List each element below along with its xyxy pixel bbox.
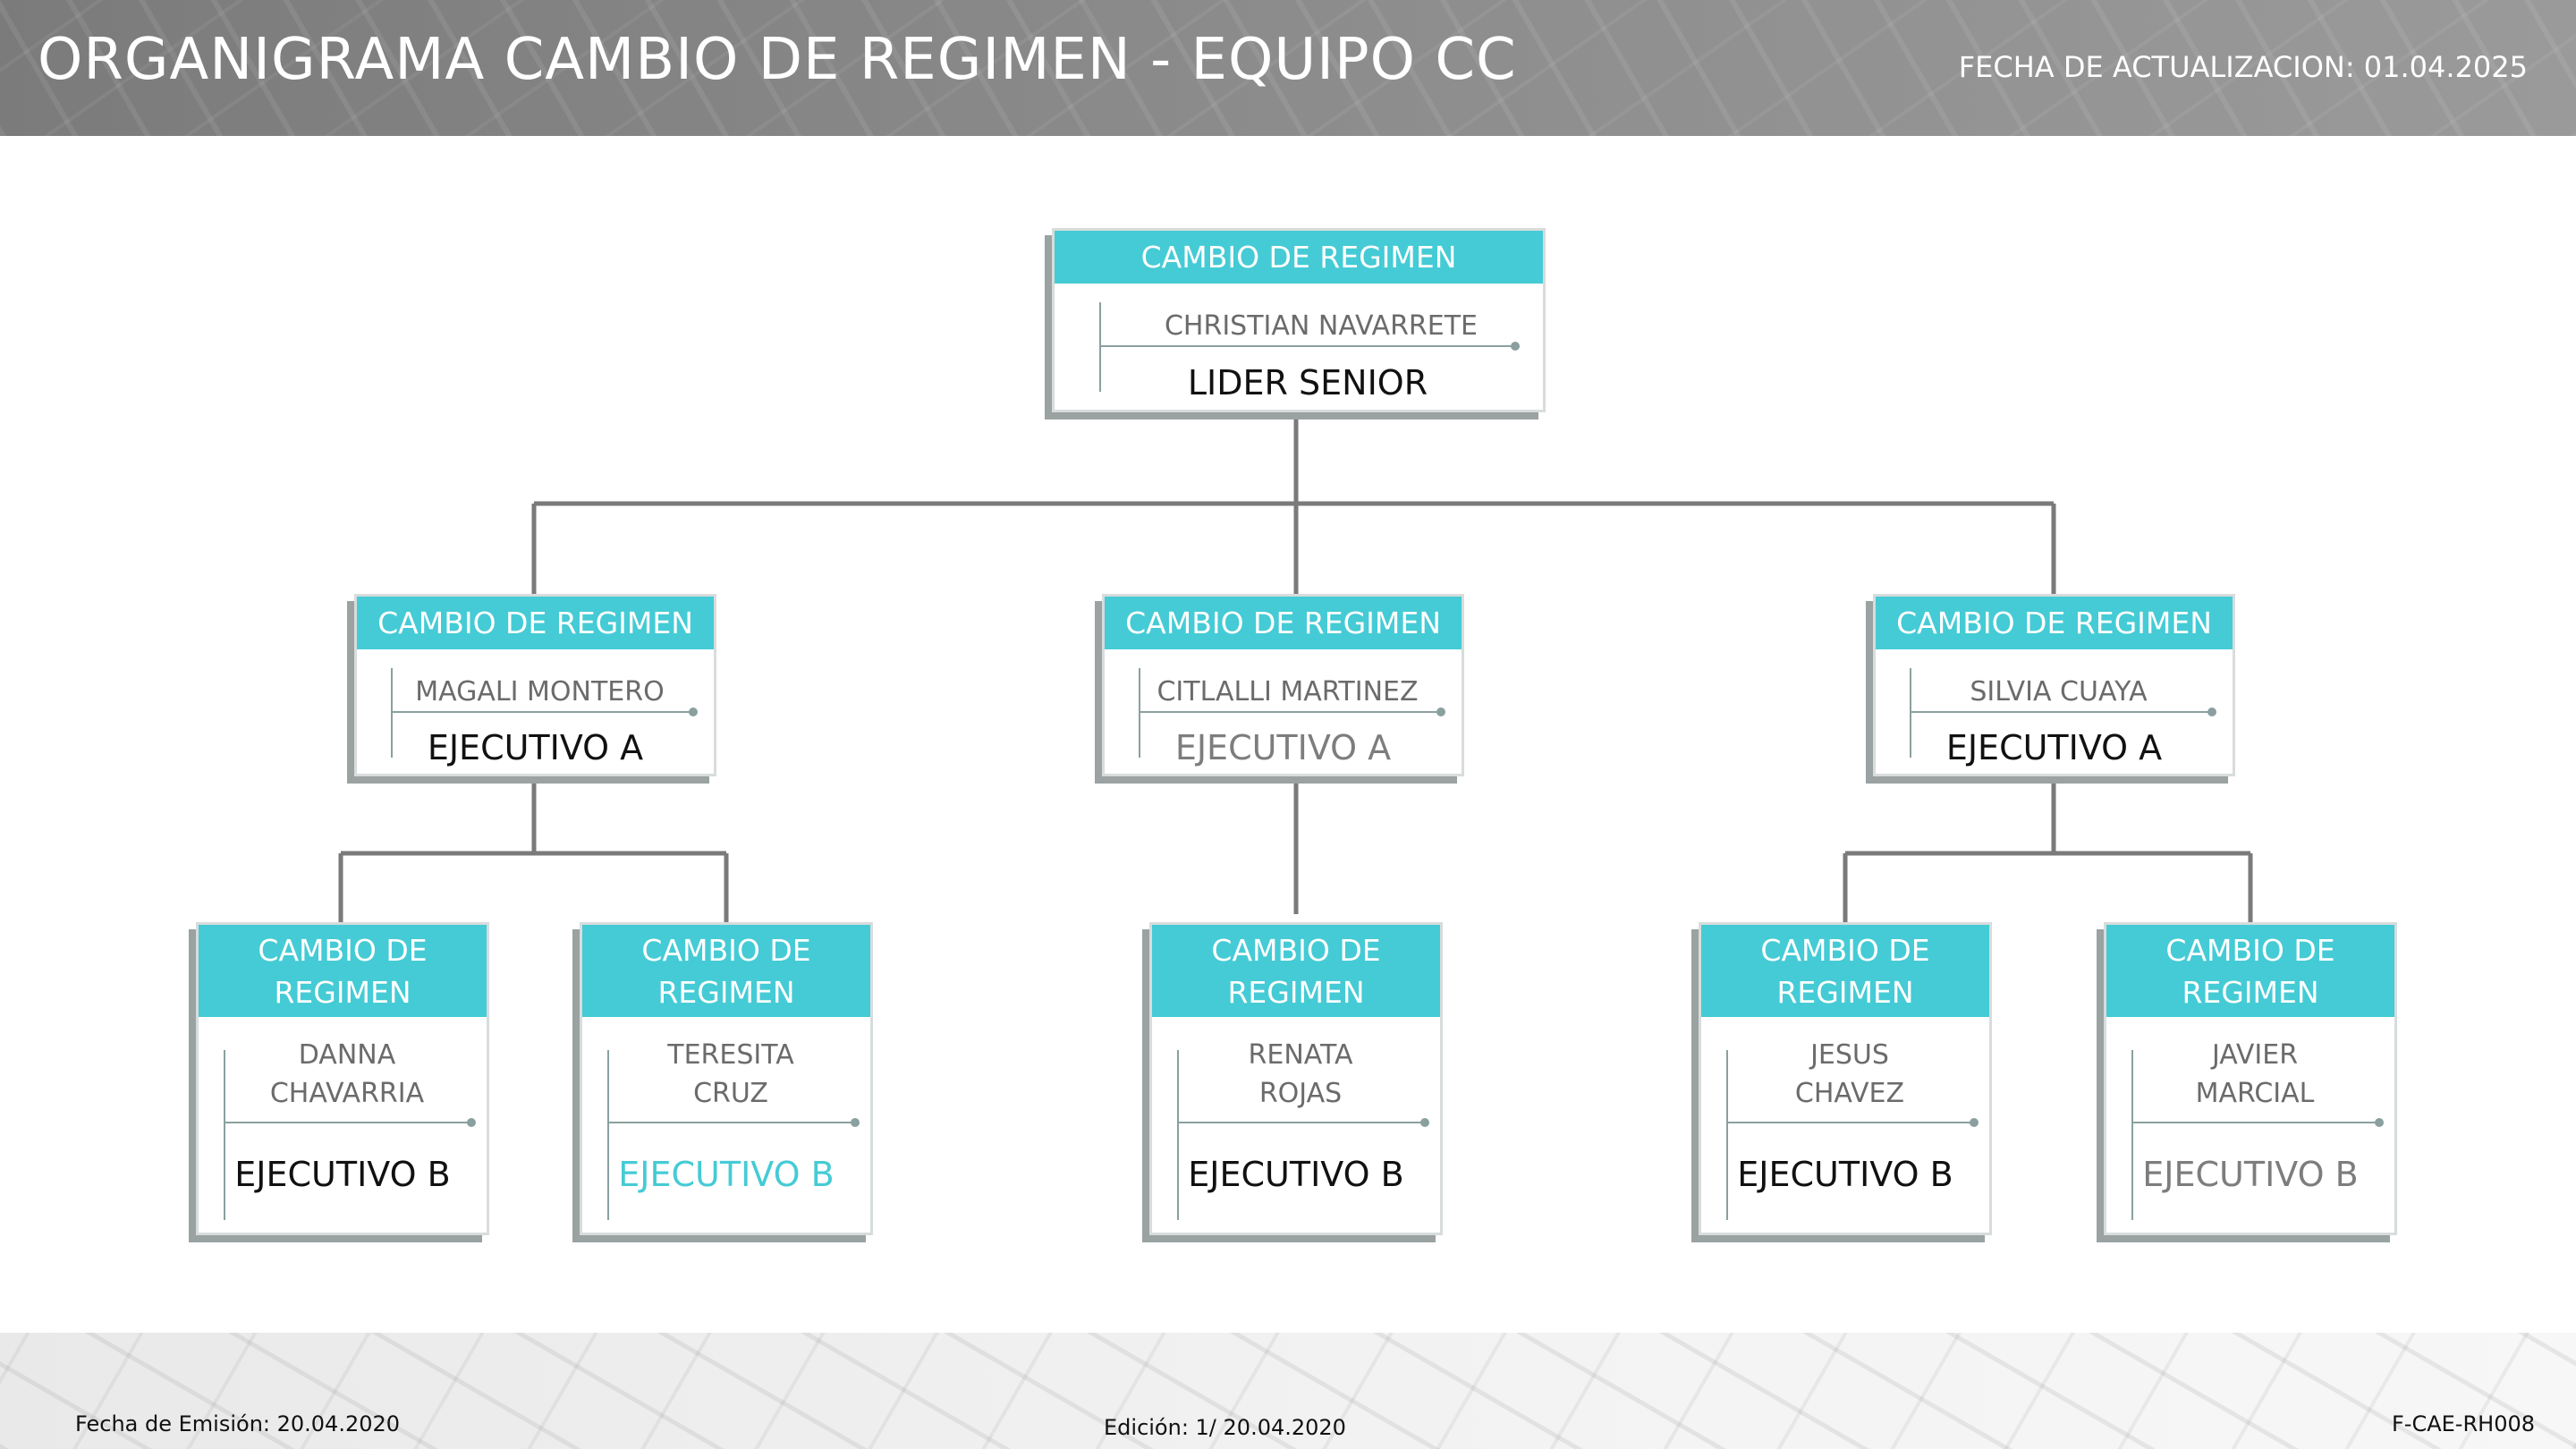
divider-end-dot [467, 1118, 476, 1127]
employee-role: EJECUTIVO B [618, 1155, 835, 1194]
node-accent-line [607, 1050, 609, 1220]
divider-end-dot [1511, 342, 1520, 351]
node-accent-line [1099, 302, 1101, 392]
employee-name: CHRISTIAN NAVARRETE [1164, 310, 1478, 342]
node-divider [391, 711, 694, 713]
node-accent-line [1726, 1050, 1728, 1220]
employee-name: CITLALLI MARTINEZ [1157, 676, 1419, 708]
footer-emission-date: Fecha de Emisión: 20.04.2020 [75, 1411, 401, 1436]
divider-end-dot [1436, 708, 1445, 716]
node-divider [607, 1122, 856, 1123]
employee-role: EJECUTIVO B [1188, 1155, 1404, 1194]
employee-name: SILVIA CUAYA [1970, 676, 2148, 708]
node-title: CAMBIO DE REGIMEN [1701, 925, 1989, 1017]
employee-name: JESUS CHAVEZ [1794, 1039, 1905, 1109]
node-accent-line [1910, 668, 1911, 758]
node-divider [1139, 711, 1442, 713]
employee-role: LIDER SENIOR [1187, 363, 1428, 402]
node-accent-line [2131, 1050, 2133, 1220]
node-divider [1910, 711, 2213, 713]
node-title: CAMBIO DE REGIMEN [1055, 231, 1543, 284]
employee-name: TERESITA CRUZ [667, 1039, 794, 1109]
employee-role: EJECUTIVO B [234, 1155, 451, 1194]
org-node-executive-b-2: CAMBIO DE REGIMEN TERESITA CRUZ EJECUTIV… [580, 922, 873, 1235]
node-title: CAMBIO DE REGIMEN [582, 925, 870, 1017]
employee-name: MAGALI MONTERO [415, 676, 665, 708]
employee-name: JAVIER MARCIAL [2195, 1039, 2315, 1109]
footer-bar [0, 1333, 2576, 1449]
node-divider [224, 1122, 472, 1123]
divider-end-dot [1970, 1118, 1979, 1127]
node-divider [1099, 345, 1516, 347]
employee-role: EJECUTIVO A [1945, 728, 2163, 767]
node-accent-line [1139, 668, 1140, 758]
node-divider [1726, 1122, 1975, 1123]
node-accent-line [391, 668, 393, 758]
node-title: CAMBIO DE REGIMEN [199, 925, 487, 1017]
org-node-executive-a-2: CAMBIO DE REGIMEN CITLALLI MARTINEZ EJEC… [1102, 594, 1464, 776]
employee-role: EJECUTIVO A [427, 728, 644, 767]
node-divider [1177, 1122, 1426, 1123]
divider-end-dot [2375, 1118, 2384, 1127]
footer-edition: Edición: 1/ 20.04.2020 [1104, 1415, 1346, 1440]
employee-name: RENATA ROJAS [1248, 1039, 1353, 1109]
divider-end-dot [1420, 1118, 1429, 1127]
employee-role: EJECUTIVO B [1737, 1155, 1953, 1194]
update-date: FECHA DE ACTUALIZACION: 01.04.2025 [1958, 50, 2528, 84]
employee-role: EJECUTIVO B [2142, 1155, 2359, 1194]
page-title: ORGANIGRAMA CAMBIO DE REGIMEN - EQUIPO C… [38, 27, 1517, 93]
node-title: CAMBIO DE REGIMEN [1105, 597, 1462, 649]
node-accent-line [1177, 1050, 1179, 1220]
org-node-executive-a-1: CAMBIO DE REGIMEN MAGALI MONTERO EJECUTI… [354, 594, 716, 776]
employee-name: DANNA CHAVARRIA [269, 1039, 425, 1109]
org-node-executive-b-5: CAMBIO DE REGIMEN JAVIER MARCIAL EJECUTI… [2104, 922, 2397, 1235]
divider-end-dot [689, 708, 698, 716]
divider-end-dot [851, 1118, 860, 1127]
node-title: CAMBIO DE REGIMEN [1876, 597, 2233, 649]
org-node-executive-a-3: CAMBIO DE REGIMEN SILVIA CUAYA EJECUTIVO… [1873, 594, 2235, 776]
node-title: CAMBIO DE REGIMEN [2106, 925, 2394, 1017]
org-node-executive-b-1: CAMBIO DE REGIMEN DANNA CHAVARRIA EJECUT… [196, 922, 489, 1235]
divider-end-dot [2207, 708, 2216, 716]
employee-role: EJECUTIVO A [1174, 728, 1392, 767]
node-title: CAMBIO DE REGIMEN [357, 597, 714, 649]
node-title: CAMBIO DE REGIMEN [1152, 925, 1440, 1017]
footer-document-code: F-CAE-RH008 [2392, 1411, 2535, 1436]
node-divider [2131, 1122, 2380, 1123]
org-node-executive-b-3: CAMBIO DE REGIMEN RENATA ROJAS EJECUTIVO… [1149, 922, 1443, 1235]
org-node-executive-b-4: CAMBIO DE REGIMEN JESUS CHAVEZ EJECUTIVO… [1699, 922, 1992, 1235]
header-bar: ORGANIGRAMA CAMBIO DE REGIMEN - EQUIPO C… [0, 0, 2576, 136]
org-node-root: CAMBIO DE REGIMEN CHRISTIAN NAVARRETE LI… [1052, 228, 1546, 412]
node-accent-line [224, 1050, 225, 1220]
